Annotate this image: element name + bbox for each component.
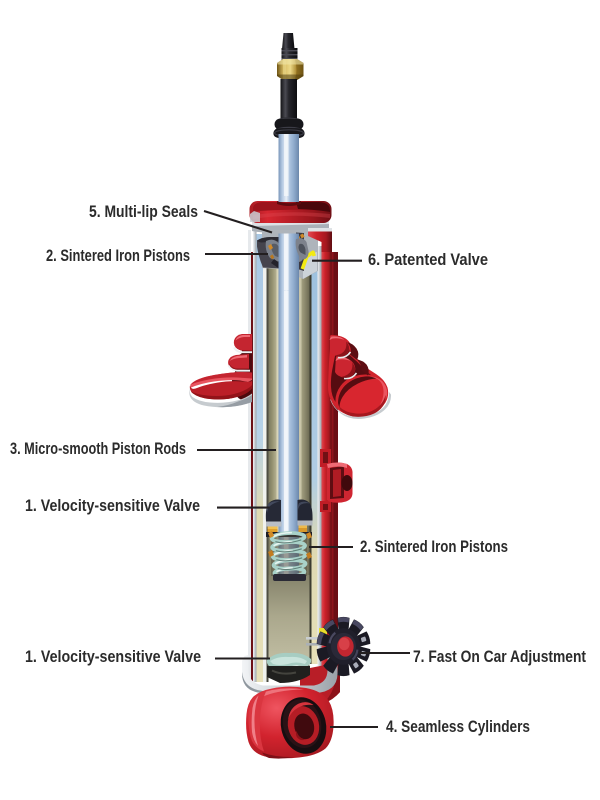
svg-text:7. Fast On Car Adjustment: 7. Fast On Car Adjustment — [413, 647, 586, 666]
svg-text:1. Velocity-sensitive Valve: 1. Velocity-sensitive Valve — [25, 496, 200, 515]
svg-text:1. Velocity-sensitive Valve: 1. Velocity-sensitive Valve — [25, 647, 201, 666]
svg-text:3. Micro-smooth Piston Rods: 3. Micro-smooth Piston Rods — [10, 439, 186, 458]
svg-text:5. Multi-lip Seals: 5. Multi-lip Seals — [89, 202, 198, 221]
svg-text:6. Patented Valve: 6. Patented Valve — [368, 250, 488, 269]
svg-text:2. Sintered Iron Pistons: 2. Sintered Iron Pistons — [360, 537, 508, 556]
svg-text:2. Sintered Iron Pistons: 2. Sintered Iron Pistons — [46, 246, 190, 265]
svg-text:4. Seamless Cylinders: 4. Seamless Cylinders — [386, 717, 530, 736]
